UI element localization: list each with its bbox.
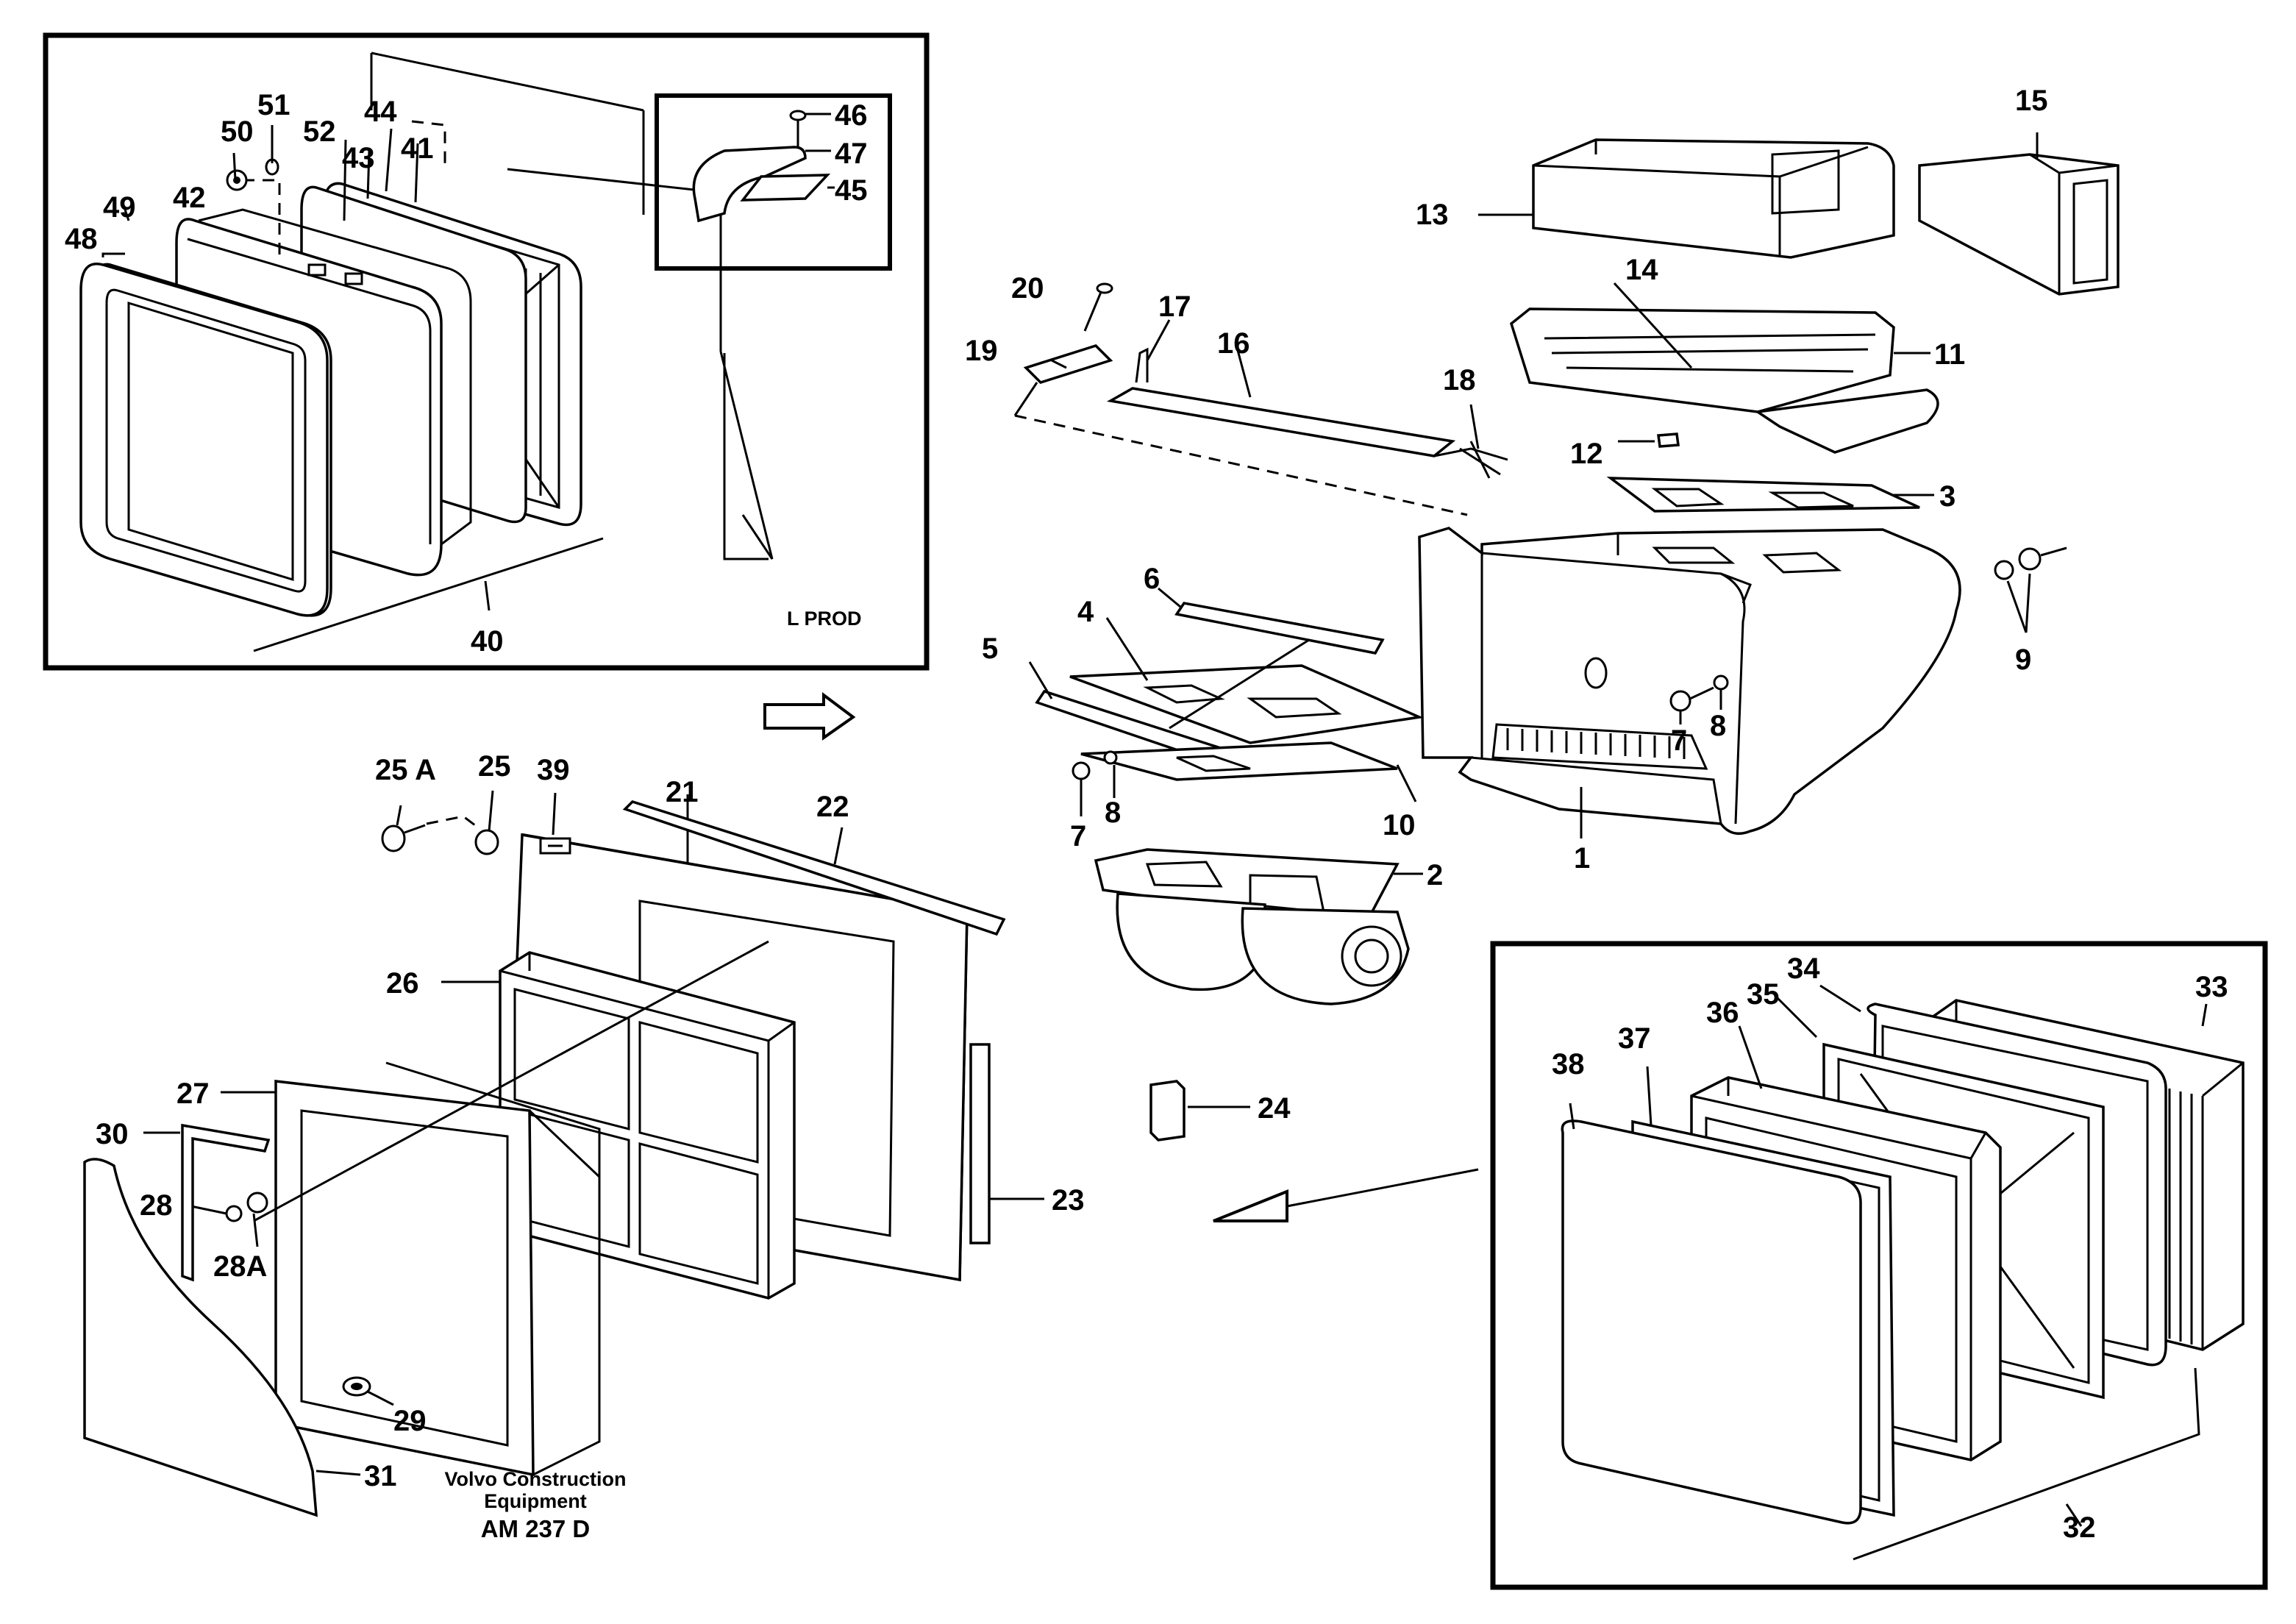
connector-line [253, 940, 769, 1222]
label-28: 28 [140, 1189, 173, 1222]
frame-27: 27 [177, 1061, 601, 1477]
label-24: 24 [1258, 1092, 1291, 1125]
label-7-right: 7 [1671, 724, 1687, 757]
publisher-line-1: Volvo Construction [445, 1468, 627, 1490]
strip-22: 22 [622, 791, 1006, 936]
strip-30: 30 [96, 1118, 271, 1282]
label-28a: 28A [213, 1250, 267, 1283]
label-39: 39 [537, 754, 570, 786]
inset-frame-bottom-right: 33 34 35 36 37 38 32 [1490, 941, 2268, 1590]
label-51: 51 [257, 89, 290, 121]
label-35: 35 [1747, 978, 1780, 1011]
label-27: 27 [177, 1078, 210, 1110]
label-6: 6 [1144, 563, 1160, 595]
label-17: 17 [1158, 291, 1191, 323]
label-l-prod: L PROD [787, 608, 862, 630]
inset-clamp-detail: 46 47 45 [655, 93, 892, 271]
label-11: 11 [1934, 338, 1965, 371]
label-5: 5 [982, 633, 998, 665]
label-50: 50 [221, 115, 254, 148]
label-26: 26 [386, 967, 419, 1000]
pointer-arrow [1213, 1168, 1479, 1222]
label-41: 41 [401, 132, 434, 165]
label-12: 12 [1570, 438, 1603, 470]
label-1: 1 [1574, 842, 1590, 875]
publisher-line-2: Equipment [484, 1490, 587, 1512]
inset-frame-top-left: 50 51 52 44 43 41 42 49 48 40 L PROD [43, 32, 930, 671]
direction-arrow [763, 692, 856, 741]
label-43: 43 [342, 142, 375, 174]
duct-15: 15 [1918, 85, 2119, 296]
label-10: 10 [1383, 809, 1416, 841]
nuts-9: 9 [1994, 546, 2067, 676]
label-7-left: 7 [1070, 820, 1086, 852]
label-25: 25 [478, 750, 511, 783]
housing-1: 1 [1418, 527, 1961, 875]
strip-23: 23 [969, 1043, 1085, 1244]
block-24: 24 [1149, 1080, 1291, 1142]
block-12: 12 [1570, 432, 1680, 470]
label-40: 40 [471, 625, 504, 658]
label-33: 33 [2195, 971, 2228, 1003]
gasket-3: 3 [1606, 477, 1955, 513]
label-23: 23 [1052, 1184, 1085, 1217]
label-4: 4 [1077, 596, 1094, 628]
label-46: 46 [835, 99, 868, 132]
label-19: 19 [965, 335, 998, 367]
label-36: 36 [1706, 997, 1739, 1029]
label-29: 29 [393, 1405, 427, 1437]
label-38: 38 [1552, 1048, 1585, 1080]
label-2: 2 [1427, 859, 1443, 891]
screw-50 [226, 169, 248, 191]
blower-2: 2 [1094, 848, 1443, 1005]
cover-38 [1561, 1119, 1862, 1525]
plates-4-5-6-10: 6 4 5 10 7 8 [982, 563, 1425, 852]
label-30: 30 [96, 1118, 129, 1150]
top-cover-13: 13 [1416, 138, 1895, 259]
label-25a: 25 A [375, 754, 436, 786]
label-8-left: 8 [1105, 797, 1121, 829]
fasteners-28: 28 28A [140, 1189, 268, 1283]
label-18: 18 [1443, 364, 1476, 396]
label-13: 13 [1416, 199, 1449, 231]
label-9: 9 [2015, 644, 2031, 676]
label-34: 34 [1787, 952, 1820, 985]
label-20: 20 [1011, 272, 1044, 304]
grommet-29: 29 [342, 1376, 427, 1437]
fasteners-25: 25 A 25 [375, 750, 511, 855]
label-37: 37 [1618, 1022, 1651, 1055]
label-48: 48 [65, 223, 98, 255]
label-3: 3 [1939, 480, 1955, 513]
title-block: Volvo Construction Equipment AM 237 D [445, 1468, 627, 1542]
label-22: 22 [816, 791, 849, 823]
label-45: 45 [835, 174, 868, 207]
bar-16: 20 17 16 19 18 [965, 272, 1508, 516]
label-52: 52 [303, 115, 336, 148]
filter-26: 26 [386, 951, 796, 1300]
front-cover-48 [79, 263, 329, 617]
label-31: 31 [364, 1460, 397, 1492]
label-15: 15 [2015, 85, 2048, 117]
fasteners-7-8-right: 7 8 [1669, 674, 1729, 757]
label-42: 42 [173, 182, 206, 214]
label-44: 44 [364, 96, 397, 128]
label-49: 49 [103, 191, 136, 224]
label-21: 21 [666, 776, 699, 808]
label-8-right: 8 [1710, 710, 1726, 742]
side-panel-31: 31 [83, 1158, 397, 1517]
drawing-code: AM 237 D [481, 1515, 591, 1542]
label-16: 16 [1217, 327, 1250, 360]
label-14: 14 [1625, 254, 1658, 286]
label-47: 47 [835, 138, 868, 170]
tray-11: 11 14 [1509, 254, 1965, 454]
label-32: 32 [2063, 1511, 2096, 1544]
